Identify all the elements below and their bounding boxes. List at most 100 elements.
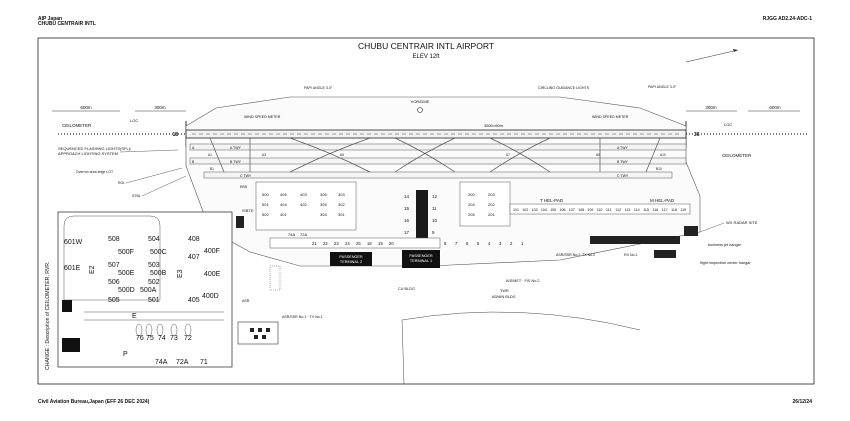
stand-label: 107 <box>569 208 575 212</box>
stand-label: 401 <box>280 212 287 217</box>
stand-label: 74A <box>288 232 295 237</box>
stand-label: 102 <box>522 208 528 212</box>
inset-taxiway: E2 <box>89 265 96 274</box>
ebs-label: EBS <box>240 185 248 189</box>
helipad-label: T HEL-PAD <box>540 198 564 203</box>
inset-stand: 505 <box>108 297 120 304</box>
overrun-light-label: Overrun area edge LGT <box>76 170 114 174</box>
stand-label: 22 <box>323 241 328 246</box>
inset-stand: 502 <box>148 279 160 286</box>
stbl-label: STBL <box>132 194 141 198</box>
stand-label: 72A <box>300 232 307 237</box>
inset-stand: 601W <box>64 239 83 246</box>
stand-label: 6 <box>466 241 469 246</box>
taxiway-label: A10 <box>660 153 666 157</box>
stand-label: 200 <box>468 192 475 197</box>
leader-line <box>141 175 187 197</box>
inset-stand: 500A <box>140 287 157 294</box>
tx-site <box>237 321 279 345</box>
taxiway-label: A9 <box>596 153 600 157</box>
stand-label: 202 <box>488 202 495 207</box>
central-pier-stands: 14 12 15 11 16 10 17 9 <box>404 194 438 235</box>
taxiway-label: A TWY <box>617 146 628 150</box>
stand-label: 205 <box>468 212 475 217</box>
inset-building <box>62 300 72 312</box>
building <box>236 216 244 228</box>
stand-label: 21 <box>312 241 317 246</box>
stand-label: 502 <box>262 212 269 217</box>
hangar-block <box>684 226 698 236</box>
stand-label: 119 <box>680 208 686 212</box>
taxiway-label: A7 <box>506 153 510 157</box>
isbte-label: ISBTE <box>242 208 254 213</box>
stand-label: 20 <box>389 241 394 246</box>
stand-label: 201 <box>488 212 495 217</box>
stand-label: 2 <box>510 241 513 246</box>
runway-end-label: 18 <box>172 132 178 138</box>
stand-label: 15 <box>404 206 410 211</box>
runway-length-label: 3500×60m <box>484 123 504 128</box>
inset-bottom-stand: 71 <box>200 359 208 366</box>
stand-label: 108 <box>578 208 584 212</box>
stand-label: 402 <box>300 202 307 207</box>
circling-lights-label: CIRCLING GUIDANCE LIGHTS <box>538 86 590 90</box>
rapid-exit-taxiways <box>209 137 661 173</box>
stand-label: 117 <box>662 208 668 212</box>
stand-label: 16 <box>404 218 410 223</box>
inset-stand: 507 <box>108 262 120 269</box>
publication-label: AIP Japan <box>38 16 63 22</box>
inset-stand: 500E <box>118 270 135 277</box>
stand-label: 305 <box>320 202 327 207</box>
stand-label: 3 <box>499 241 502 246</box>
wind-speed-label: WIND SPEED METER <box>592 115 629 119</box>
taxiway-c <box>203 171 673 179</box>
stand-label: 109 <box>587 208 593 212</box>
leader-line <box>125 167 183 184</box>
stand-label: 204 <box>468 202 475 207</box>
mag-var-note <box>685 49 739 63</box>
terminal-2-label: PASSENGER <box>339 255 363 259</box>
stand-label: 19 <box>378 241 383 246</box>
stand-label: 106 <box>560 208 566 212</box>
distance-label: 600m <box>80 105 92 110</box>
cargo-apron <box>509 203 691 215</box>
stand-label: 116 <box>653 208 659 212</box>
stand-label: 10 <box>432 218 438 223</box>
stand-label: 17 <box>404 230 410 235</box>
asr-site <box>269 265 281 291</box>
chart-id: RJGG AD2.24-ADC-1 <box>762 16 812 22</box>
tx-antennas <box>250 328 270 339</box>
stand-label: 500 <box>262 192 269 197</box>
inset-stand: 400D <box>202 293 219 300</box>
ceilometer-label: CEILOMETER <box>62 123 92 128</box>
rx-1-label: RX No.1 <box>624 253 638 257</box>
stand-label: 18 <box>367 241 372 246</box>
terminal-1-label: TERMINAL 1 <box>410 259 432 263</box>
inset-stand: 508 <box>108 236 120 243</box>
taxiway-label: A TWY <box>230 146 241 150</box>
taxiway-label: A <box>192 146 195 150</box>
stand-label: 113 <box>625 208 631 212</box>
loc-label: LOC <box>130 118 138 123</box>
south-apron <box>269 237 441 249</box>
cu-bldg-label: CU BLDG <box>398 287 415 291</box>
inset-taxiway: E <box>132 313 137 320</box>
taxiway-label: A1 <box>208 153 212 157</box>
inset-stand: 504 <box>148 236 160 243</box>
taxiway-a <box>189 143 687 151</box>
stand-label: 23 <box>334 241 339 246</box>
asr-label: ASR <box>242 299 250 303</box>
chart-frame <box>37 37 815 385</box>
inset-stand: 407 <box>188 254 200 261</box>
hangar-block <box>654 250 676 258</box>
stand-label: 118 <box>671 208 677 212</box>
runway-end-label: 36 <box>694 132 700 138</box>
taxiway-label: B TWY <box>617 160 629 164</box>
inset-parking: P <box>123 351 128 358</box>
inset-bottom-stand: 73 <box>170 335 178 342</box>
inset-stand-detail[interactable]: 601W 601E 508 504 408 500F 500C 407 507 … <box>57 211 233 368</box>
approach-system-label: SEQUENCED FLASHING LIGHTS(SFL)/ <box>58 146 132 151</box>
leader-line <box>119 149 179 153</box>
inset-bottom-stand: 76 <box>136 335 144 342</box>
